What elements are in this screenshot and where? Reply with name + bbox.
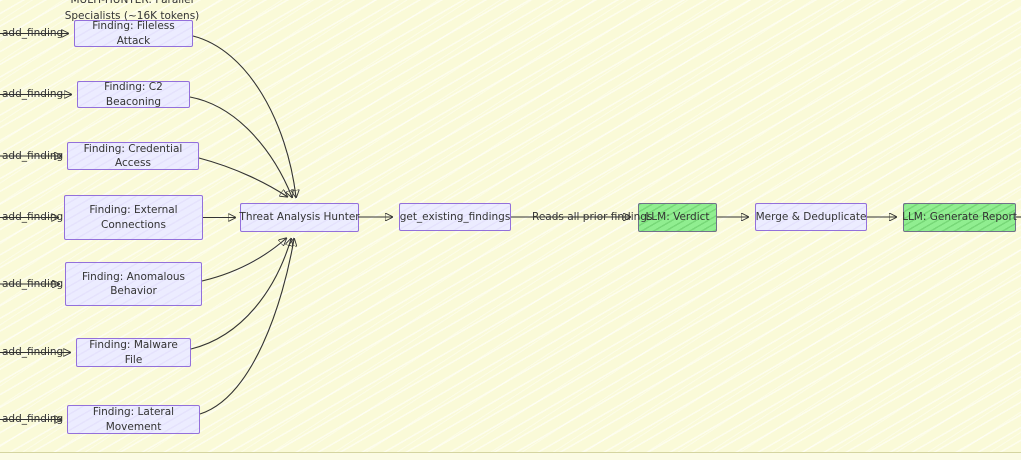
node-llm-verdict: LLM: Verdict bbox=[638, 203, 717, 232]
edge-label-add-finding: add_finding bbox=[2, 88, 64, 100]
node-label: get_existing_findings bbox=[399, 210, 511, 223]
node-finding-credential-access: Finding: Credential Access bbox=[67, 142, 199, 170]
node-merge-deduplicate: Merge & Deduplicate bbox=[755, 203, 867, 231]
node-label: LLM: Verdict bbox=[645, 211, 710, 224]
node-label: Finding: C2 Beaconing bbox=[104, 81, 163, 108]
subgraph-title-line1: MULTI-HUNTER: Parallel bbox=[70, 0, 194, 6]
node-finding-fileless-attack: Finding: Fileless Attack bbox=[74, 20, 193, 47]
node-llm-generate-report: LLM: Generate Report bbox=[902, 203, 1017, 232]
node-get-existing-findings: get_existing_findings bbox=[399, 203, 511, 231]
node-label: Merge & Deduplicate bbox=[755, 210, 867, 223]
edge-label-reads-all-prior-findings: Reads all prior findings bbox=[532, 211, 653, 223]
edge-label-add-finding: add_finding bbox=[2, 346, 64, 358]
node-label: Finding: Anomalous Behavior bbox=[81, 270, 186, 297]
edge-lateral-to-hunter bbox=[199, 239, 294, 415]
edge-anomalous-to-hunter bbox=[201, 239, 286, 282]
node-finding-lateral-movement: Finding: Lateral Movement bbox=[67, 405, 200, 434]
subgraph-title: MULTI-HUNTER: Parallel Specialists (~16K… bbox=[44, 0, 220, 25]
edge-label-add-finding: add_finding bbox=[2, 150, 64, 162]
node-finding-external-connections: Finding: External Connections bbox=[64, 195, 203, 240]
node-label: Finding: Malware File bbox=[89, 339, 178, 366]
edge-credential-to-hunter bbox=[198, 157, 287, 197]
node-label: LLM: Generate Report bbox=[902, 211, 1017, 224]
edge-label-add-finding: add_finding bbox=[2, 211, 64, 223]
subgraph-title-line2: Specialists (~16K tokens) bbox=[64, 9, 200, 22]
node-threat-analysis-hunter: Threat Analysis Hunter bbox=[239, 203, 360, 232]
diagram-bottom-edge bbox=[0, 452, 1024, 460]
node-label: Finding: Credential Access bbox=[83, 142, 183, 169]
edge-malware-to-hunter bbox=[190, 239, 291, 350]
edge-label-add-finding: add_finding bbox=[2, 278, 64, 290]
node-finding-c2-beaconing: Finding: C2 Beaconing bbox=[77, 81, 190, 108]
page-right-margin bbox=[1021, 0, 1024, 460]
edge-fileless-to-hunter bbox=[192, 35, 296, 197]
edge-label-add-finding: add_finding bbox=[2, 413, 64, 425]
node-label: Threat Analysis Hunter bbox=[239, 211, 360, 224]
node-finding-malware-file: Finding: Malware File bbox=[76, 338, 191, 367]
node-finding-anomalous-behavior: Finding: Anomalous Behavior bbox=[65, 262, 202, 306]
edge-c2-to-hunter bbox=[189, 96, 292, 197]
node-label: Finding: External Connections bbox=[89, 204, 178, 231]
node-label: Finding: Fileless Attack bbox=[92, 20, 175, 47]
node-label: Finding: Lateral Movement bbox=[92, 406, 175, 433]
edge-label-add-finding: add_finding bbox=[2, 27, 64, 39]
